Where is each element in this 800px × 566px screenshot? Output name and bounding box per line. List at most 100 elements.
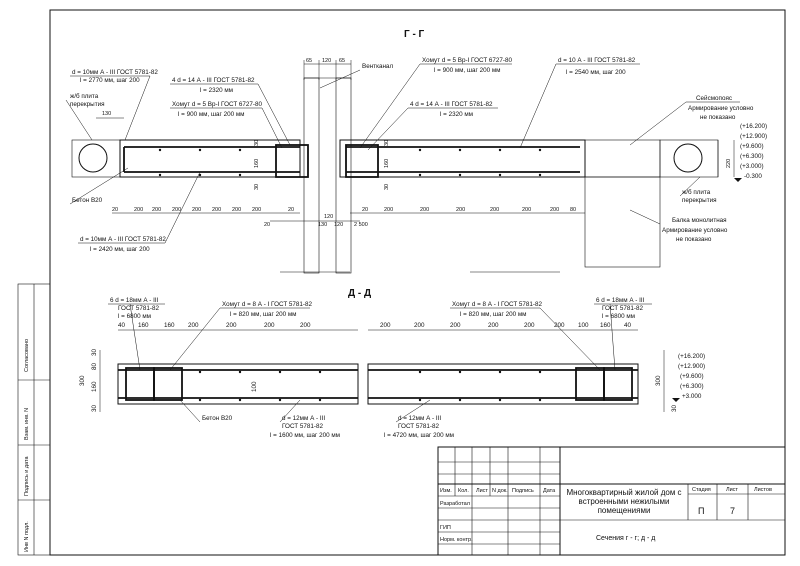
label-beam: Балка монолитная	[672, 217, 727, 224]
gg-level-3: (+6.300)	[740, 153, 764, 160]
gg-dim-r6: 200	[550, 207, 559, 213]
label-rebar-top-len: l = 2770 мм, шаг 200	[80, 77, 140, 84]
dd-label-bar18-left-2: ГОСТ 5781-82	[118, 305, 159, 312]
dd-level-3: (+6.300)	[680, 383, 704, 390]
gg-dim-m2: 120	[334, 222, 343, 228]
section-dd: Д - Д 6 d	[79, 288, 705, 439]
gg-dim-b1: 200	[134, 207, 143, 213]
dd-dim-r8: 40	[624, 322, 632, 329]
sidebar-sign-date: Подпись и дата	[24, 456, 30, 496]
dims-vertical-gg: 30 160 30 30 160 30 220	[254, 140, 735, 190]
section-dd-title: Д - Д	[348, 288, 371, 299]
label-concrete: Бетон В20	[72, 197, 103, 204]
monolithic-beam	[584, 139, 661, 268]
gg-level-2: (+9.600)	[740, 143, 764, 150]
beam-right	[339, 139, 586, 178]
sheet-frame	[17, 9, 786, 556]
left-slab	[71, 139, 121, 178]
dd-beam-left	[117, 363, 359, 405]
levels-gg: (+16.200) (+12.900) (+9.600) (+6.300) (+…	[734, 123, 767, 182]
gg-dim-m1: 130	[318, 222, 327, 228]
dd-label-clamp-right: Хомут d = 8 А - I ГОСТ 5781-82	[452, 301, 543, 308]
label-slab: ж/б плита	[70, 92, 99, 100]
gg-dim-v2: 30	[254, 184, 260, 190]
dims-vertical-dd: 300 30 80 160 30 300 30 100	[79, 348, 678, 412]
dd-label-concrete: Бетон В20	[202, 415, 233, 422]
label-bar14-left-len: l = 2320 мм	[200, 87, 233, 94]
tb-stage: П	[698, 506, 704, 516]
dims-top-dd: 40 160 160 200 200 200 200 200 200 200 2…	[118, 322, 638, 331]
gg-dim-vr0: 30	[384, 140, 390, 146]
label-bar14-right: 4 d = 14 А - III ГОСТ 5781-82	[410, 101, 493, 108]
label-beam-2: Армирование условно	[662, 227, 728, 234]
dd-dim-l2: 160	[164, 322, 175, 329]
dd-label-bar12-left-2: ГОСТ 5781-82	[282, 423, 323, 430]
dd-dim-v1: 80	[91, 362, 98, 370]
dd-dim-r6: 100	[578, 322, 589, 329]
levels-dd: (+16.200) (+12.900) (+9.600) (+6.300) +3…	[672, 353, 705, 402]
gg-dim-b8: 20	[288, 207, 294, 213]
dim-130: 130	[102, 111, 111, 117]
right-slab	[659, 139, 719, 178]
label-bottom-bar-len: l = 2420 мм, шаг 200	[90, 246, 150, 253]
dd-dim-r0: 200	[380, 322, 391, 329]
dd-dim-l4: 200	[226, 322, 237, 329]
dd-label-bar18-right-len: l = 6800 мм	[602, 313, 635, 320]
dd-label-bar18-left-len: l = 6800 мм	[118, 313, 151, 320]
dd-dim-l6: 200	[300, 322, 311, 329]
label-bar14-right-len: l = 2320 мм	[440, 111, 473, 118]
gg-dim-r2: 200	[420, 207, 429, 213]
beam-left	[119, 139, 309, 178]
gg-level-0: (+16.200)	[740, 123, 767, 130]
label-slab-right-2: перекрытия	[682, 197, 717, 204]
dd-level-2: (+9.600)	[680, 373, 704, 380]
gg-dim-total: 2 500	[354, 222, 368, 228]
dd-dim-l3: 200	[188, 322, 199, 329]
gg-level-1: (+12.900)	[740, 133, 767, 140]
tb-row-norm: Норм. контр.	[440, 537, 473, 543]
dd-label-bar12-right-2: ГОСТ 5781-82	[398, 423, 439, 430]
dd-label-clamp-left: Хомут d = 8 А - I ГОСТ 5781-82	[222, 301, 313, 308]
dim-120: 120	[322, 58, 331, 64]
title-block: Изм. Кол. Лист N док. Подпись Дата Разра…	[437, 446, 786, 556]
dd-dim-300-left: 300	[79, 375, 86, 386]
gg-dim-r0: 20	[362, 207, 368, 213]
gg-dim-b7: 200	[252, 207, 261, 213]
sidebar-inv-number: Инв N подл.	[24, 521, 30, 552]
label-beam-3: не показано	[676, 236, 712, 243]
gg-dim-r7: 80	[570, 207, 576, 213]
gg-dim-b5: 200	[212, 207, 221, 213]
label-seismic-3: не показано	[700, 114, 736, 121]
dim-65-a: 65	[306, 58, 312, 64]
gg-dim-b0: 20	[112, 207, 118, 213]
tb-sheet-label: Лист	[726, 487, 738, 493]
dd-label-bar18-right-2: ГОСТ 5781-82	[602, 305, 643, 312]
dd-label-clamp-left-len: l = 820 мм, шаг 200 мм	[230, 311, 297, 318]
tb-drawing-name: Сечения г - г; д - д	[596, 535, 655, 542]
label-slab-right: ж/б плита	[682, 188, 711, 196]
labels-gg: d = 10мм А - III ГОСТ 5781-82 l = 2770 м…	[65, 57, 754, 253]
tb-col-sheet: Лист	[476, 488, 488, 494]
dd-label-bar12-right: d = 12мм А - III	[398, 415, 441, 422]
label-seismic: Сейсмопояс	[696, 94, 732, 102]
vent-channel-wall	[303, 77, 352, 274]
section-gg-title: Г - Г	[404, 29, 425, 40]
tb-col-qty: Кол.	[458, 488, 469, 494]
dd-dim-l5: 200	[264, 322, 275, 329]
dd-beam-right	[367, 363, 639, 405]
dd-dim-r4: 200	[524, 322, 535, 329]
sidebar-agreed: Согласовано	[24, 339, 30, 372]
section-gg: Г - Г	[65, 29, 767, 274]
label-rebar-right-len: l = 2540 мм, шаг 200	[566, 69, 626, 76]
label-clamp-left-len: l = 900 мм, шаг 200 мм	[178, 111, 245, 118]
tb-sheets-label: Листов	[754, 487, 772, 493]
rebar-dots-dd	[198, 370, 542, 402]
dd-dim-100: 100	[251, 381, 258, 392]
label-rebar-right: d = 10 А - III ГОСТ 5781-82	[558, 57, 636, 64]
rebar-dots-gg	[158, 148, 542, 177]
dims-bottom-left-gg: 20 200 200 200 200 200 200 200 20	[112, 207, 300, 214]
dd-label-bar18-right: 6 d = 18мм А - III	[596, 297, 645, 304]
dd-label-bar12-left-len: l = 1600 мм, шаг 200 мм	[270, 432, 340, 439]
gg-dim-20-mid: 20	[264, 222, 270, 228]
